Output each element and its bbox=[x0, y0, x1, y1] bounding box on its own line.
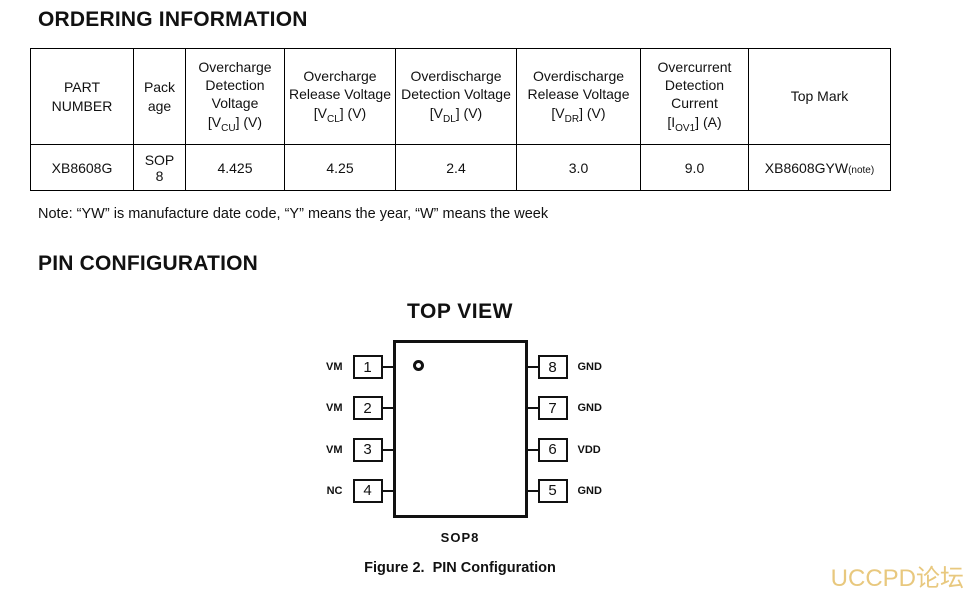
header-label: Overcharge Detection Voltage bbox=[198, 58, 272, 112]
symbol-post: ] (V) bbox=[455, 105, 483, 122]
chip-body bbox=[392, 340, 528, 518]
pin-configuration-title: PIN CONFIGURATION bbox=[38, 252, 259, 275]
pin-label-gnd-8: GND bbox=[577, 361, 602, 373]
header-label: Overdischarge Release Voltage bbox=[527, 67, 630, 103]
symbol-pre: [I bbox=[667, 114, 676, 131]
ordering-table: PART NUMBER Pack age Overcharge Detectio… bbox=[30, 48, 891, 191]
pin-label-vdd: VDD bbox=[577, 443, 601, 456]
header-label: PART NUMBER bbox=[51, 79, 113, 114]
top-view-label: TOP VIEW bbox=[407, 300, 513, 323]
symbol-pre: [V bbox=[313, 105, 327, 122]
symbol-sub: CL bbox=[326, 114, 340, 126]
symbol-sub: DR bbox=[564, 114, 580, 126]
cell-part-number: XB8608G bbox=[30, 144, 134, 191]
header-label: Overcurrent Detection Current bbox=[657, 58, 732, 112]
symbol-sub: DL bbox=[442, 114, 456, 126]
cell-vcu: 4.425 bbox=[185, 144, 285, 191]
pin-label-vm-1: VM bbox=[326, 361, 343, 373]
symbol-post: ] (V) bbox=[235, 114, 263, 131]
pin-label-vm-3: VM bbox=[326, 443, 343, 456]
watermark: UCCPD论坛 bbox=[830, 565, 964, 592]
ordering-information-title: ORDERING INFORMATION bbox=[38, 8, 308, 31]
right-pin-boxes: 8 7 6 5 bbox=[537, 340, 568, 518]
symbol-post: ] (V) bbox=[339, 105, 367, 122]
pin-box-1: 1 bbox=[352, 355, 383, 379]
right-pin-labels: GND GND VDD GND bbox=[568, 340, 614, 518]
col-header-part-number: PART NUMBER bbox=[30, 48, 134, 145]
ordering-table-header-row: PART NUMBER Pack age Overcharge Detectio… bbox=[30, 48, 891, 145]
pin-label-vm-2: VM bbox=[326, 402, 343, 415]
cell-vdr: 3.0 bbox=[516, 144, 641, 191]
header-symbol: [VCL] (V) bbox=[288, 104, 392, 126]
top-mark-note-ref: (note) bbox=[848, 164, 875, 176]
col-header-overcharge-detection: Overcharge Detection Voltage [VCU] (V) bbox=[185, 48, 285, 145]
pin-label-gnd-7: GND bbox=[577, 402, 602, 415]
table-row: XB8608G SOP 8 4.425 4.25 2.4 3.0 9.0 XB8… bbox=[30, 144, 891, 191]
symbol-pre: [V bbox=[551, 105, 565, 122]
package-type-label: SOP8 bbox=[440, 530, 480, 545]
chip-row: VM VM VM NC 1 2 3 4 8 7 6 5 GND bbox=[307, 340, 614, 518]
header-symbol: [IOV1] (A) bbox=[644, 113, 745, 135]
pin-box-2: 2 bbox=[352, 396, 383, 421]
pin-diagram: TOP VIEW VM VM VM NC 1 2 3 4 8 7 6 5 bbox=[30, 300, 890, 576]
col-header-package: Pack age bbox=[133, 48, 186, 145]
pin1-indicator-icon bbox=[412, 360, 424, 371]
col-header-overdischarge-detection: Overdischarge Detection Voltage [VDL] (V… bbox=[395, 48, 517, 145]
header-symbol: [VCU] (V) bbox=[189, 113, 281, 135]
header-label: Pack age bbox=[143, 79, 176, 114]
pin-box-8: 8 bbox=[537, 355, 568, 379]
symbol-sub: OV1 bbox=[675, 123, 696, 135]
pin-label-gnd-5: GND bbox=[577, 484, 602, 497]
pin-box-3: 3 bbox=[352, 437, 383, 462]
cell-iov1: 9.0 bbox=[640, 144, 749, 191]
symbol-pre: [V bbox=[207, 114, 222, 131]
pin-label-nc: NC bbox=[326, 484, 343, 497]
note-text: Note: “YW” is manufacture date code, “Y”… bbox=[38, 206, 549, 222]
pin-box-7: 7 bbox=[537, 396, 568, 421]
cell-package: SOP 8 bbox=[133, 144, 186, 191]
cell-vcl: 4.25 bbox=[284, 144, 396, 191]
col-header-overcharge-release: Overcharge Release Voltage [VCL] (V) bbox=[284, 48, 396, 145]
symbol-pre: [V bbox=[429, 105, 443, 122]
col-header-overcurrent-detection: Overcurrent Detection Current [IOV1] (A) bbox=[640, 48, 749, 145]
symbol-post: ] (V) bbox=[579, 105, 606, 122]
figure-caption: Figure 2. PIN Configuration bbox=[364, 560, 556, 576]
header-label: Overcharge Release Voltage bbox=[289, 67, 391, 103]
col-header-top-mark: Top Mark bbox=[748, 48, 891, 145]
cell-vdl: 2.4 bbox=[395, 144, 517, 191]
col-header-overdischarge-release: Overdischarge Release Voltage [VDR] (V) bbox=[516, 48, 641, 145]
symbol-post: ] (A) bbox=[695, 114, 722, 131]
left-pin-boxes: 1 2 3 4 bbox=[352, 340, 383, 518]
symbol-sub: CU bbox=[221, 123, 236, 135]
header-symbol: [VDR] (V) bbox=[520, 104, 637, 126]
left-pin-labels: VM VM VM NC bbox=[307, 340, 353, 518]
cell-top-mark: XB8608GYW(note) bbox=[748, 144, 891, 191]
header-label: Overdischarge Detection Voltage bbox=[401, 67, 511, 103]
pin-box-6: 6 bbox=[537, 437, 568, 462]
header-label: Top Mark bbox=[790, 88, 849, 105]
pin-box-5: 5 bbox=[537, 478, 568, 503]
pin-box-4: 4 bbox=[352, 478, 383, 503]
header-symbol: [VDL] (V) bbox=[399, 104, 513, 126]
top-mark-value: XB8608GYW bbox=[764, 159, 849, 176]
